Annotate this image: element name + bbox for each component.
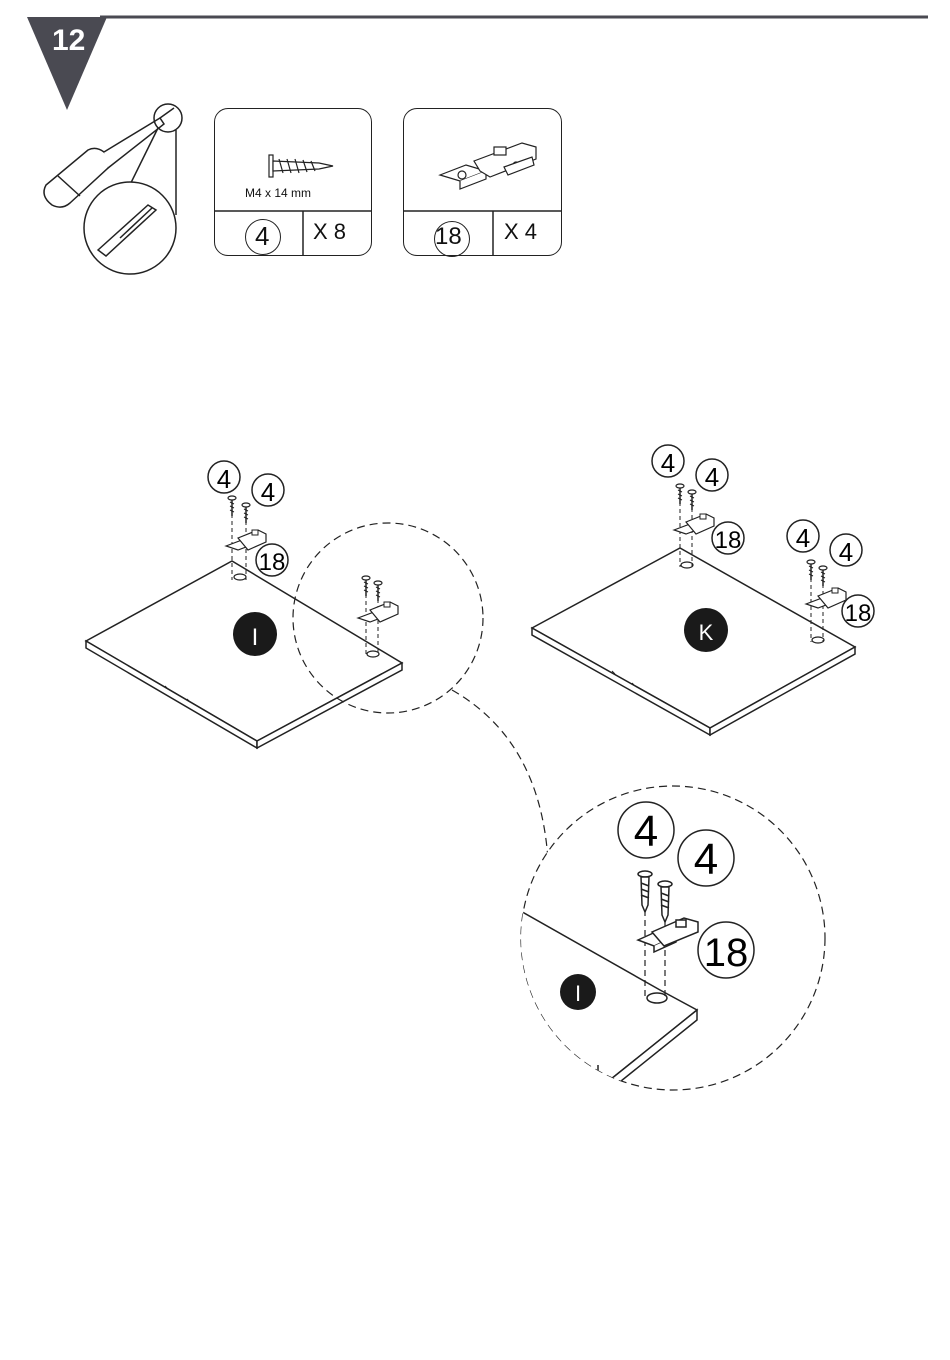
callout-screw: 4 — [694, 835, 718, 884]
panel-label: I — [575, 981, 581, 1006]
callout-hinge: 18 — [845, 600, 872, 627]
callout-hinge: 18 — [715, 527, 742, 554]
panel-label: I — [252, 624, 259, 651]
callout-screw: 4 — [634, 807, 658, 856]
callout-screw: 4 — [839, 537, 853, 567]
callout-screw: 4 — [796, 523, 810, 553]
callout-hinge: 18 — [259, 549, 286, 576]
panel-k — [532, 548, 855, 735]
detail-zoom-view — [400, 786, 825, 1130]
detail-connector — [452, 690, 548, 860]
callout-screw: 4 — [261, 477, 275, 507]
panel-label: K — [699, 620, 714, 645]
callout-screw: 4 — [705, 462, 719, 492]
callout-hinge: 18 — [704, 931, 749, 975]
callout-screw: 4 — [217, 464, 231, 494]
callout-screw: 4 — [661, 448, 675, 478]
panel-i — [86, 561, 402, 748]
